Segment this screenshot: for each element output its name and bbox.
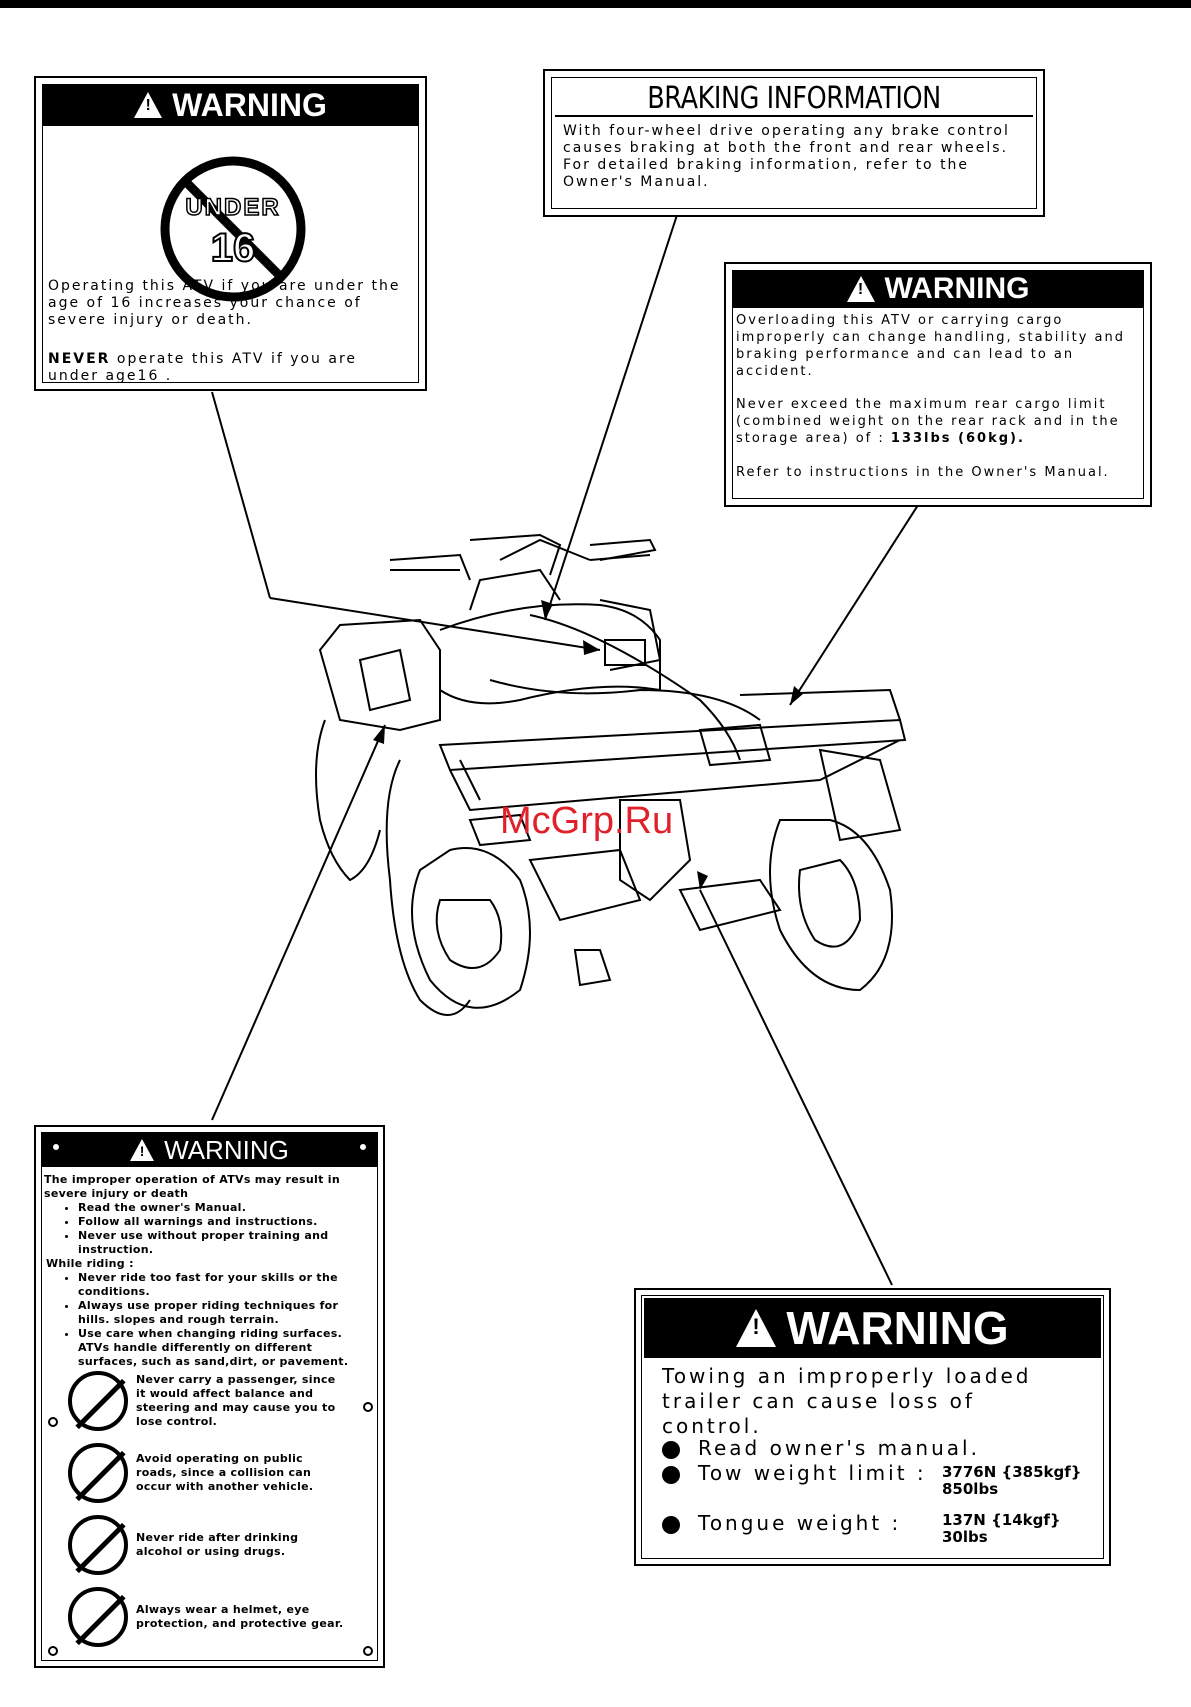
cargo-warning-label: ! WARNING Overloading this ATV or carryi… — [724, 262, 1152, 507]
warning-header: ! WARNING — [644, 1298, 1101, 1358]
rivet-icon — [48, 1417, 58, 1427]
rivet-icon — [363, 1402, 373, 1412]
rivet-icon — [48, 1646, 58, 1656]
warning-triangle-icon: ! — [846, 276, 875, 302]
pictogram-list: Never carry a passenger, since it would … — [36, 1365, 381, 1653]
towing-item-3: Tongue weight : — [662, 1513, 901, 1534]
general-text-block: The improper operation of ATVs may resul… — [44, 1173, 374, 1369]
braking-body: With four-wheel drive operating any brak… — [563, 123, 1010, 190]
list-item: Avoid operating on public roads, since a… — [36, 1437, 381, 1509]
warning-triangle-icon: ! — [130, 1139, 155, 1161]
list-item: Always wear a helmet, eye protection, an… — [36, 1581, 381, 1653]
general-warning-label: ! WARNING The improper operation of ATVs… — [34, 1125, 385, 1668]
cargo-body-2: Never exceed the maximum rear cargo limi… — [736, 397, 1120, 446]
towing-warning-label: ! WARNING Towing an improperly loaded tr… — [634, 1288, 1111, 1566]
top-rule — [0, 0, 1191, 8]
cargo-body-3: Refer to instructions in the Owner's Man… — [736, 465, 1110, 480]
no-passenger-icon — [68, 1371, 128, 1431]
watermark: McGrp.Ru — [500, 800, 674, 842]
rivet-icon — [50, 1141, 62, 1153]
under16-never-text: NEVER operate this ATV if you are under … — [48, 351, 358, 384]
towing-item-2: Tow weight limit : — [662, 1463, 927, 1484]
cargo-body-1: Overloading this ATV or carrying cargo i… — [736, 313, 1126, 379]
rivet-icon — [357, 1141, 369, 1153]
warning-header: ! WARNING — [42, 84, 419, 126]
warning-header: ! WARNING — [42, 1133, 377, 1167]
list-item: Never carry a passenger, since it would … — [36, 1365, 381, 1437]
helmet-icon — [68, 1587, 128, 1647]
under-text: UNDER — [185, 193, 281, 222]
braking-header: BRAKING INFORMATION — [647, 81, 941, 116]
under16-body: Operating this ATV if you are under the … — [48, 278, 401, 328]
warning-header: ! WARNING — [732, 270, 1144, 308]
braking-information-label: BRAKING INFORMATION With four-wheel driv… — [543, 69, 1045, 217]
warning-triangle-icon: ! — [134, 92, 163, 118]
towing-body: Towing an improperly loaded trailer can … — [662, 1364, 1032, 1438]
no-public-roads-icon — [68, 1443, 128, 1503]
under16-warning-label: ! WARNING UNDER 16 Operating this ATV if… — [34, 76, 427, 391]
no-under16-icon: UNDER 16 — [158, 154, 308, 304]
list-item: Never ride after drinking alcohol or usi… — [36, 1509, 381, 1581]
age-number: 16 — [210, 225, 257, 271]
tow-weight-values: 3776N {385kgf}850lbs — [942, 1463, 1082, 1498]
rivet-icon — [363, 1646, 373, 1656]
no-alcohol-icon — [68, 1515, 128, 1575]
tongue-weight-values: 137N {14kgf}30lbs — [942, 1511, 1061, 1546]
towing-item-1: Read owner's manual. — [662, 1438, 980, 1459]
warning-triangle-icon: ! — [736, 1309, 777, 1347]
